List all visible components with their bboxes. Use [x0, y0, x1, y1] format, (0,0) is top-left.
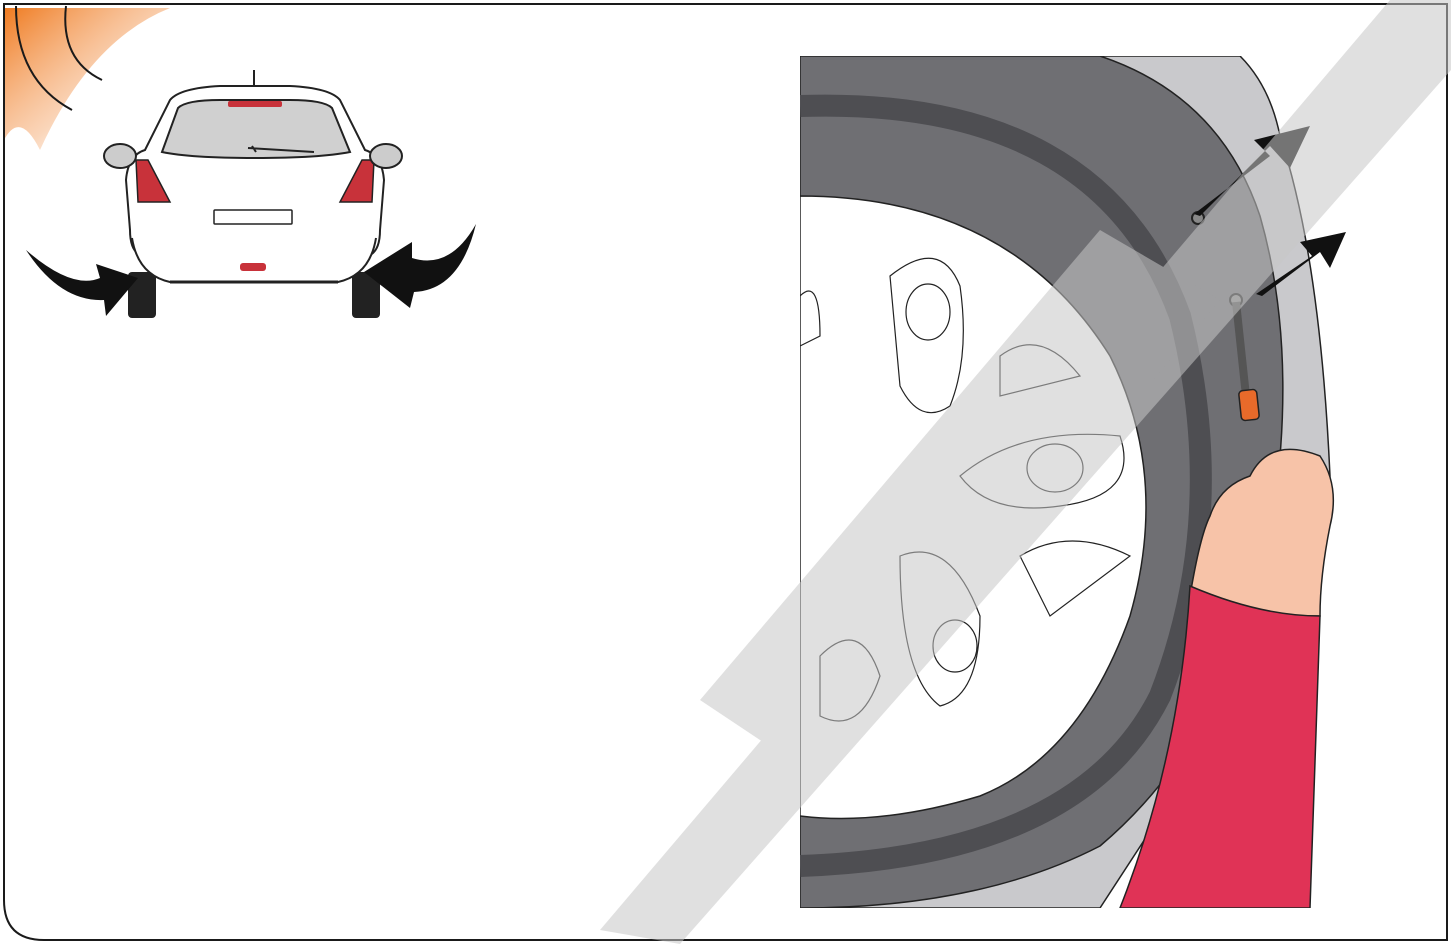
- right-arrow-icon: [364, 224, 476, 308]
- rear-bumper: [132, 238, 376, 282]
- left-arrow-icon: [26, 250, 138, 316]
- car-rear-icon: [20, 60, 490, 330]
- license-plate: [214, 210, 292, 224]
- third-brake-light: [228, 101, 282, 107]
- screwdriver-handle: [1238, 389, 1259, 421]
- right-mirror: [370, 144, 402, 168]
- left-mirror: [104, 144, 136, 168]
- wheel-arch-closeup: [800, 56, 1451, 908]
